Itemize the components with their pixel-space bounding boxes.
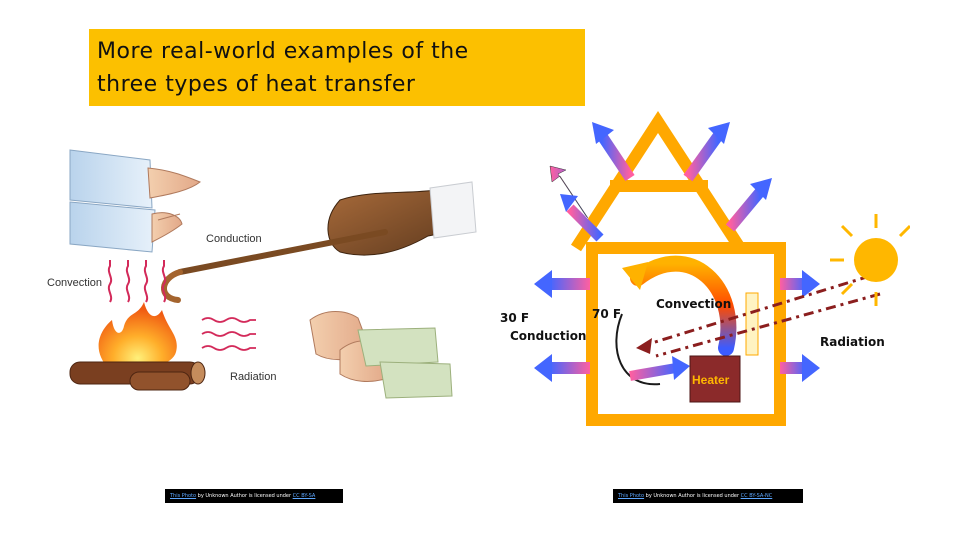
conduction-label: Conduction <box>206 233 262 245</box>
radiation-waves <box>202 318 256 350</box>
right-photo-link[interactable]: This Photo <box>618 493 644 499</box>
convection-label: Convection <box>47 277 102 289</box>
title-box: More real-world examples of the three ty… <box>89 29 585 106</box>
house-convection-label: Convection <box>656 297 731 311</box>
left-image-credit: This Photo by Unknown Author is licensed… <box>165 489 343 503</box>
left-photo-link[interactable]: This Photo <box>170 493 196 499</box>
log-icon <box>70 362 205 390</box>
arrow-icon <box>534 354 590 382</box>
arrow-icon <box>592 122 630 178</box>
sun-icon <box>830 214 910 306</box>
arrow-icon <box>730 178 772 228</box>
radiation-label: Radiation <box>230 371 276 383</box>
outside-temp-label: 30 F <box>500 311 529 325</box>
heater-label: Heater <box>692 373 730 387</box>
left-license-link[interactable]: CC BY-SA <box>293 493 316 499</box>
arrow-icon <box>534 270 590 298</box>
left-credit-text: by Unknown Author is licensed under <box>196 493 293 499</box>
arrow-icon <box>550 166 600 238</box>
house-heat-transfer-illustration: Heater 30 F 70 F Conduction Convection R… <box>490 108 910 438</box>
hand-icon <box>310 312 452 399</box>
house-conduction-label: Conduction <box>510 329 586 343</box>
convection-arrows <box>109 260 165 302</box>
house-radiation-label: Radiation <box>820 335 885 349</box>
fire-icon <box>99 302 177 372</box>
glove-icon <box>328 182 476 255</box>
right-credit-text: by Unknown Author is licensed under <box>644 493 741 499</box>
arrow-icon <box>688 122 730 178</box>
right-license-link[interactable]: CC BY-SA-NC <box>741 493 773 499</box>
hand-icon <box>70 150 200 252</box>
heat-transfer-hands-illustration: Conduction Convection Radiation <box>40 140 480 400</box>
slide-title: More real-world examples of the three ty… <box>97 35 577 101</box>
right-image-credit: This Photo by Unknown Author is licensed… <box>613 489 803 503</box>
inside-temp-label: 70 F <box>592 307 621 321</box>
